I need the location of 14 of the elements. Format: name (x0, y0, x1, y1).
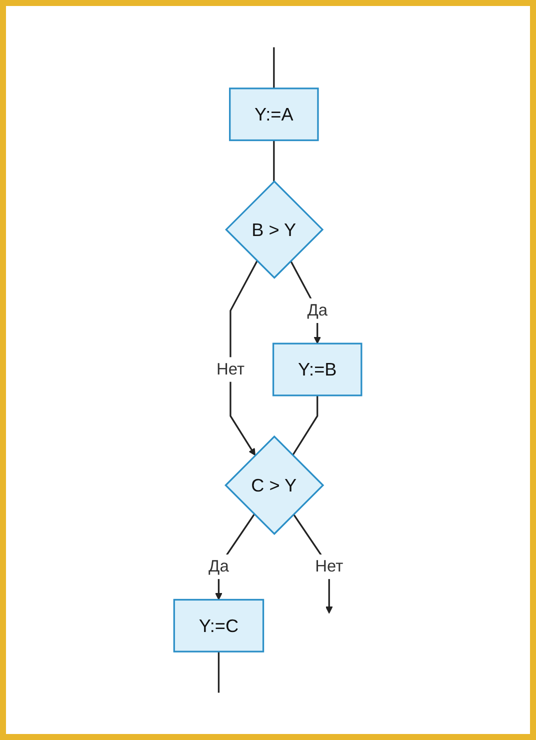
node-box: Y:=C (174, 598, 264, 652)
edge-label: Да (208, 558, 230, 576)
connector (292, 395, 318, 456)
node-diamond: C > Y (224, 435, 324, 536)
node-box: Y:=A (229, 88, 320, 142)
edge-label: Нет (315, 558, 344, 576)
connector (218, 652, 220, 693)
edge-label: Нет (216, 360, 245, 379)
node-box: Y:=B (272, 342, 362, 396)
arrow (230, 260, 258, 456)
edge-label: Да (307, 302, 328, 320)
connector (273, 47, 275, 88)
node-diamond: B > Y (225, 180, 324, 279)
connector (273, 140, 275, 182)
